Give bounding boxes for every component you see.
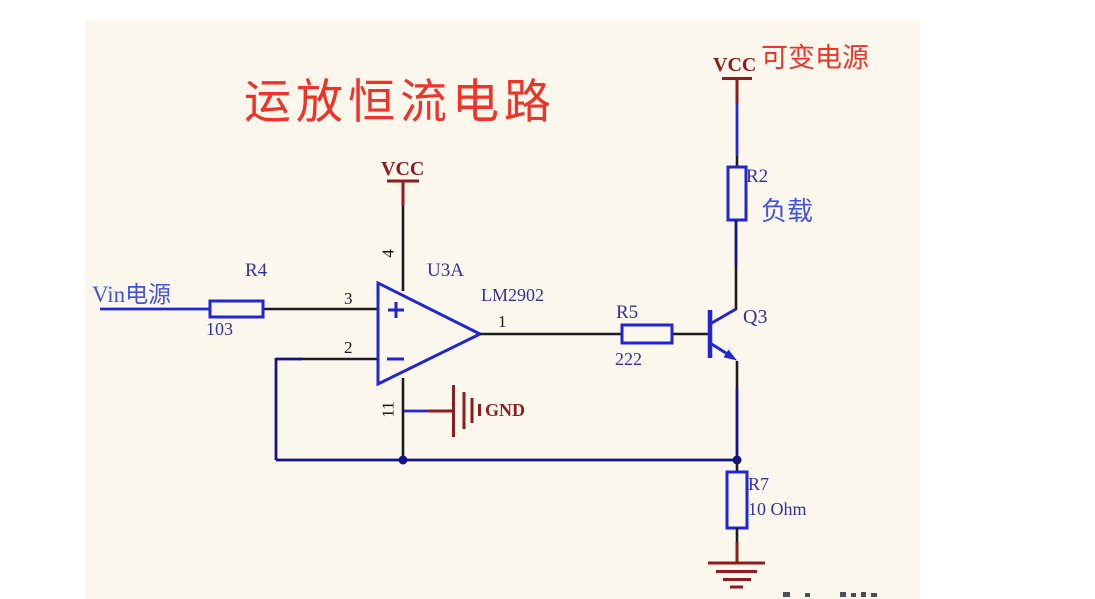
resistor-r2: [726, 165, 748, 222]
r7-value: 10 Ohm: [748, 499, 807, 519]
vin-label: Vin电源: [92, 282, 172, 307]
r2-note: 负载: [761, 197, 814, 226]
r5-value: 222: [615, 349, 642, 369]
vcc-opamp-symbol: [387, 179, 419, 291]
transistor-q3-symbol: [707, 307, 737, 361]
r4-refdes: R4: [245, 260, 268, 281]
r4-value: 103: [206, 319, 233, 339]
opamp-pin-11: 11: [378, 401, 398, 418]
q3-refdes: Q3: [743, 306, 768, 328]
r2-refdes: R2: [746, 166, 769, 187]
gnd-label: GND: [485, 400, 525, 420]
opamp-pin-4: 4: [378, 249, 398, 258]
opamp-pin-2: 2: [344, 338, 353, 357]
junction-dot-left: [398, 455, 408, 465]
opamp-part-number: LM2902: [481, 285, 544, 305]
opamp-symbol: [376, 280, 484, 387]
vcc-top-note: 可变电源: [761, 43, 869, 73]
vcc-top-label: VCC: [713, 54, 757, 76]
resistor-r7: [725, 460, 749, 562]
r5-refdes: R5: [616, 302, 639, 323]
opamp-pin-3: 3: [344, 289, 353, 308]
r7-refdes: R7: [748, 474, 770, 494]
opamp-pin-1: 1: [498, 312, 507, 331]
vcc-opamp-label: VCC: [381, 158, 425, 180]
resistor-r4: [208, 299, 265, 319]
vcc-top-symbol: [722, 77, 752, 167]
feedback-wire: [274, 357, 737, 462]
gnd-symbol: [401, 378, 481, 460]
clipped-text-fragments: [783, 592, 877, 597]
opamp-refdes: U3A: [427, 260, 464, 281]
earth-ground-symbol: [708, 561, 765, 589]
schematic-paper: [85, 20, 920, 599]
resistor-r5: [620, 323, 674, 345]
schematic-title: 运放恒流电路: [244, 77, 556, 129]
